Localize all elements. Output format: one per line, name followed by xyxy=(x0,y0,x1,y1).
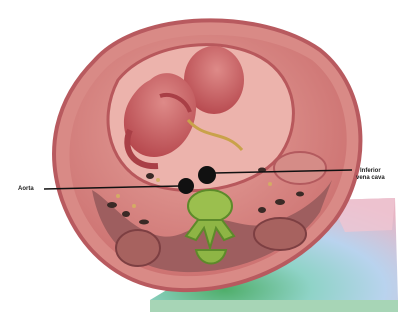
aorta-label: Aorta xyxy=(18,186,34,193)
inferior-vena-cava-vessel xyxy=(198,166,216,184)
ivc-label-line-2: vena cava xyxy=(356,175,385,182)
aorta-vessel xyxy=(178,178,194,194)
inferior-vena-cava-label: Inferior vena cava xyxy=(356,168,385,182)
ivc-label-line-1: Inferior xyxy=(356,168,385,175)
